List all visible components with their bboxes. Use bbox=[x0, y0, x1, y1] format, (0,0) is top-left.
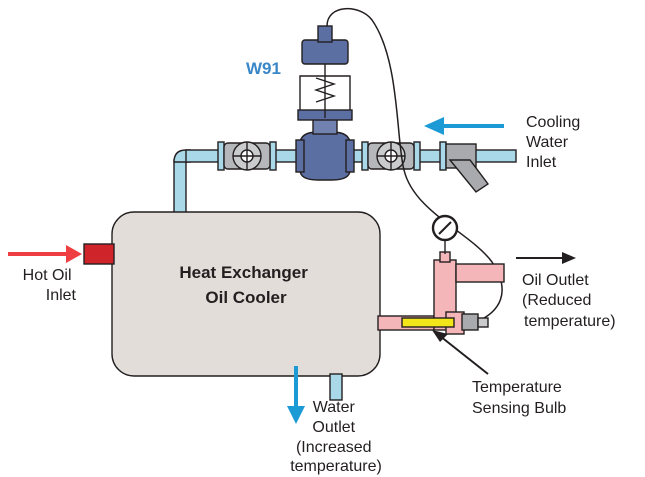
water-outlet-arrowhead bbox=[287, 406, 305, 424]
heat-exchanger-label: Heat Exchanger Oil Cooler bbox=[179, 263, 312, 307]
flange bbox=[413, 141, 421, 171]
heat-exchanger bbox=[111, 211, 381, 377]
oil-outlet-arrowhead bbox=[562, 252, 576, 264]
hot-oil-inlet-label: Hot Oil Inlet bbox=[23, 267, 77, 304]
flange bbox=[217, 141, 225, 171]
water-outlet-label: Water Outlet (Increased temperature) bbox=[290, 399, 382, 475]
temperature-sensing-bulb bbox=[401, 313, 489, 331]
bulb-leader-arrowhead bbox=[432, 330, 448, 342]
water-riser-pipe bbox=[173, 159, 187, 217]
temperature-sensing-bulb-label: Temperature Sensing Bulb bbox=[472, 379, 566, 417]
flange bbox=[269, 141, 277, 171]
flange bbox=[361, 141, 369, 171]
temperature-gauge bbox=[431, 214, 459, 254]
control-valve-w91 bbox=[295, 25, 355, 181]
isolation-valve-right bbox=[367, 141, 415, 171]
oil-outlet-label: Oil Outlet (Reduced temperature) bbox=[522, 272, 616, 330]
hot-oil-inlet-pipe bbox=[83, 243, 115, 265]
hot-oil-arrowhead bbox=[66, 245, 82, 263]
strainer bbox=[445, 143, 490, 193]
valve-actuator bbox=[301, 39, 349, 65]
valve-model-label: W91 bbox=[246, 59, 281, 78]
valve-body bbox=[299, 131, 351, 181]
isolation-valve-left bbox=[223, 141, 271, 171]
flange bbox=[439, 141, 447, 171]
cooling-water-arrowhead bbox=[424, 117, 444, 135]
cooling-water-inlet-label: Cooling Water Inlet bbox=[526, 114, 585, 171]
water-outlet-pipe bbox=[329, 373, 343, 401]
bulb-leader-line bbox=[439, 335, 489, 375]
